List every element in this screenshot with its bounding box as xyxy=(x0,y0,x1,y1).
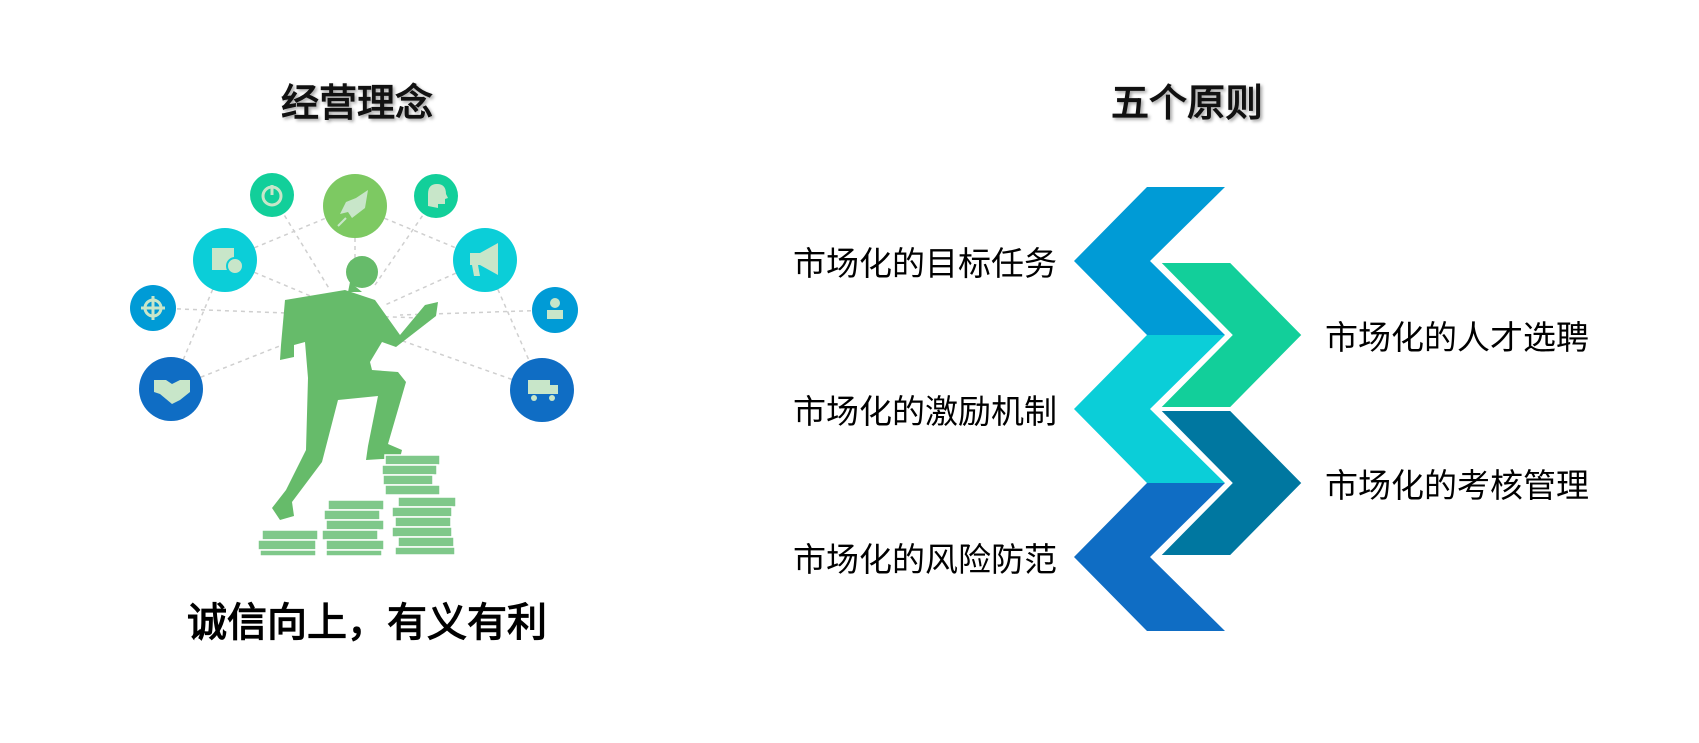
principle-talent: 市场化的人才选聘 xyxy=(1325,318,1589,357)
five-principles-title: 五个原则 xyxy=(1110,81,1264,125)
principle-risk: 市场化的风险防范 xyxy=(793,540,1057,579)
chevron-assessment xyxy=(1152,407,1307,559)
principle-assessment: 市场化的考核管理 xyxy=(1325,466,1589,505)
target-icon xyxy=(130,285,176,331)
brain-icon xyxy=(414,174,458,218)
megaphone-icon xyxy=(453,228,517,292)
power-icon xyxy=(250,173,294,217)
principles-chevrons xyxy=(1074,187,1307,631)
book-stacks xyxy=(257,454,457,557)
truck-icon xyxy=(510,358,574,422)
business-philosophy-title: 经营理念 xyxy=(280,81,434,125)
calendar-clock-icon xyxy=(193,228,257,292)
principle-incentive: 市场化的激励机制 xyxy=(793,392,1057,431)
slogan: 诚信向上，有义有利 xyxy=(187,600,547,646)
people-icon xyxy=(532,287,578,333)
rocket-icon xyxy=(323,174,387,238)
handshake-icon xyxy=(139,357,203,421)
runner-figure xyxy=(272,256,438,520)
icon-circles xyxy=(130,173,578,422)
chevron-incentive xyxy=(1074,335,1225,483)
chevron-risk xyxy=(1074,483,1225,631)
chevron-goal-tasks xyxy=(1074,187,1225,335)
principle-goal-tasks: 市场化的目标任务 xyxy=(793,244,1057,283)
